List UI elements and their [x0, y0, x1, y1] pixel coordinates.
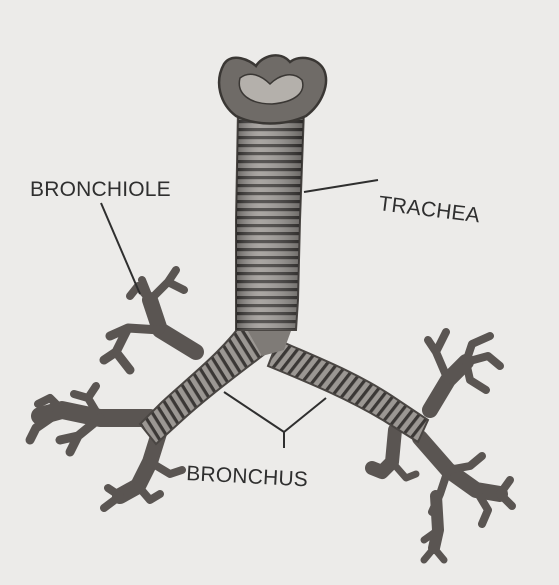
- left-upper-twig-1: [130, 270, 184, 300]
- bronchiole-leader: [101, 203, 140, 294]
- trachea-label: TRACHEA: [377, 192, 481, 227]
- right-mid-twig: [392, 462, 416, 478]
- trachea-shading: [236, 110, 304, 330]
- trachea-leader: [304, 180, 378, 192]
- right-upper-branch: [430, 362, 466, 410]
- bronchus-leader: [224, 392, 326, 432]
- trachea-tube: [219, 55, 326, 330]
- right-bottom-branch: [434, 496, 438, 548]
- bronchus-label: BRONCHUS: [186, 462, 309, 491]
- left-upper-twig-2: [104, 328, 160, 370]
- bronchiole-label: BRONCHIOLE: [30, 178, 171, 201]
